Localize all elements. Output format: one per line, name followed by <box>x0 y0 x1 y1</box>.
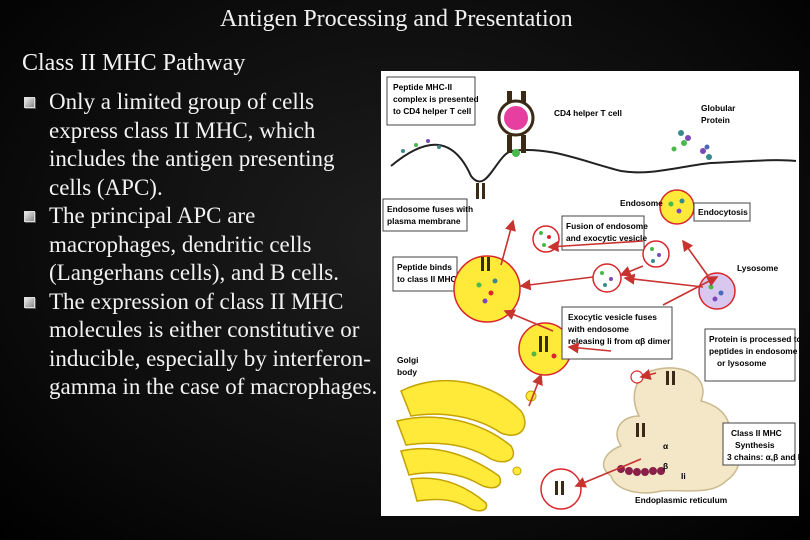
cd4-t-cell-icon <box>497 91 535 157</box>
label-beta: β <box>663 461 668 471</box>
lysosome-icon <box>698 272 736 310</box>
label-synthesis-2: Synthesis <box>735 440 775 450</box>
endocytosis-vesicle-icon <box>659 189 695 225</box>
label-protein-processed-1: Protein is processed to <box>709 334 799 344</box>
label-exocytic-3: releasing Ii from αβ dimer <box>568 336 671 346</box>
label-peptide-mhc-2: complex is presented <box>393 94 479 104</box>
label-peptide-binds-1: Peptide binds <box>397 262 452 272</box>
vesicle-icon <box>592 263 622 293</box>
plasma-membrane <box>390 143 797 183</box>
vesicle-icon <box>532 225 560 253</box>
label-synthesis-3: 3 chains: α,β and Ii <box>727 452 799 462</box>
bullet-list: Only a limited group of cells express cl… <box>22 88 382 402</box>
ribosome-chain-icon <box>617 465 665 476</box>
label-exocytic-2: with endosome <box>567 324 629 334</box>
slide-subtitle: Class II MHC Pathway <box>22 50 246 76</box>
checkbox-square-icon <box>24 211 35 222</box>
label-endosome-fuses-1: Endosome fuses with <box>387 204 473 214</box>
label-synthesis-1: Class II MHC <box>731 428 782 438</box>
bullet-text: Only a limited group of cells express cl… <box>49 89 335 200</box>
pathway-arrows <box>500 219 719 488</box>
mhc-pathway-diagram: CD4 helper T cell Peptide MHC-II complex… <box>381 71 799 516</box>
globular-protein-icon <box>671 130 712 160</box>
label-globular-2: Protein <box>701 115 730 125</box>
label-fusion-2: and exocytic vesicle <box>566 233 647 243</box>
label-peptide-binds-2: to class II MHC <box>397 274 457 284</box>
label-peptide-mhc-1: Peptide MHC-II <box>393 82 452 92</box>
label-peptide-mhc-3: to CD4 helper T cell <box>393 106 471 116</box>
label-protein-processed-3: or lysosome <box>717 358 767 368</box>
bullet-item: The principal APC are macrophages, dendr… <box>22 202 382 288</box>
endoplasmic-reticulum-icon <box>602 367 740 494</box>
bullet-item: Only a limited group of cells express cl… <box>22 88 382 202</box>
checkbox-square-icon <box>24 296 35 308</box>
checkbox-square-icon <box>24 97 35 108</box>
bullet-text: The expression of class II MHC molecules… <box>49 288 378 400</box>
label-endosome-fuses-2: plasma membrane <box>387 216 461 226</box>
label-endocytosis: Endocytosis <box>698 207 748 217</box>
slide-title: Antigen Processing and Presentation <box>220 6 573 32</box>
label-golgi-2: body <box>397 367 417 377</box>
label-ii: Ii <box>681 471 686 481</box>
label-golgi-1: Golgi <box>397 355 418 365</box>
golgi-body-icon <box>396 379 526 512</box>
label-er: Endoplasmic reticulum <box>635 495 727 505</box>
mhc-membrane-icon <box>476 183 485 199</box>
bullet-text: The principal APC are macrophages, dendr… <box>49 203 339 285</box>
vesicle-icon <box>642 240 670 268</box>
label-fusion-1: Fusion of endosome <box>566 221 648 231</box>
label-cd4: CD4 helper T cell <box>554 108 622 118</box>
label-lysosome: Lysosome <box>737 263 778 273</box>
bullet-item: The expression of class II MHC molecules… <box>22 288 382 402</box>
label-exocytic-1: Exocytic vesicle fuses <box>568 312 657 322</box>
label-globular-1: Globular <box>701 103 736 113</box>
label-protein-processed-2: peptides in endosome <box>709 346 798 356</box>
label-endosome: Endosome <box>620 198 663 208</box>
label-alpha: α <box>663 441 669 451</box>
